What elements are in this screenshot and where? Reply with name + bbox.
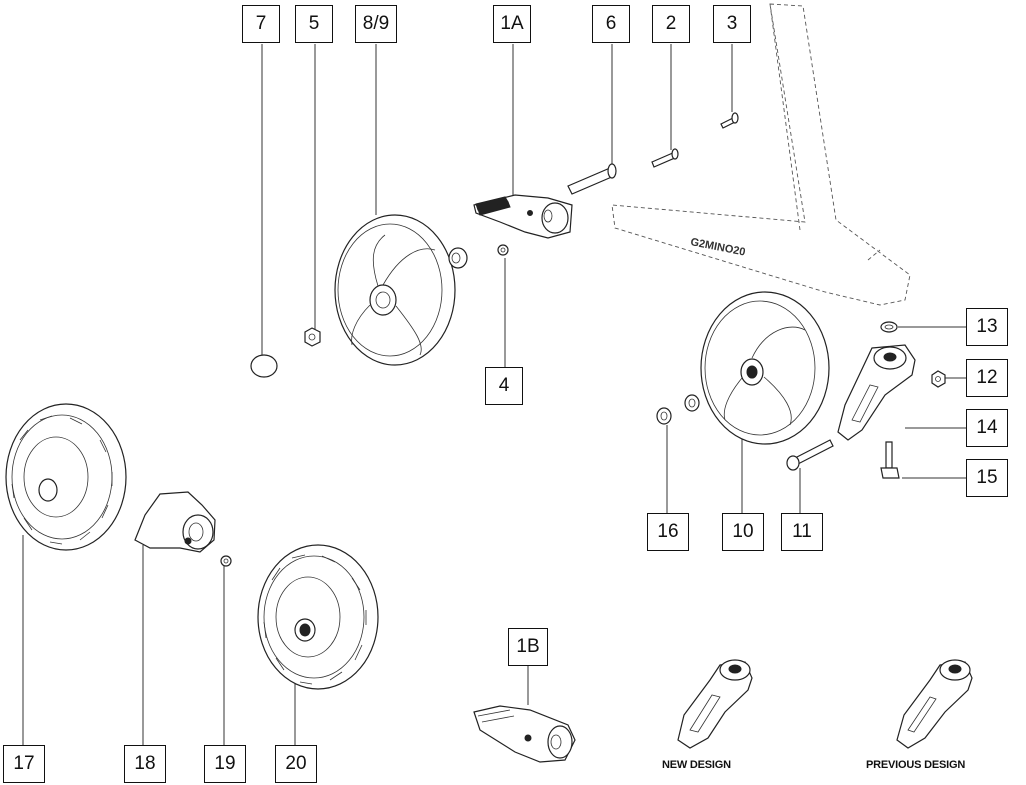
callout-10: 10 bbox=[722, 513, 764, 551]
fork-18 bbox=[134, 491, 216, 553]
wheel-10 bbox=[700, 291, 830, 445]
bolt-15 bbox=[880, 441, 900, 479]
callout-7: 7 bbox=[242, 5, 280, 43]
callout-1a: 1A bbox=[493, 5, 531, 43]
callout-3: 3 bbox=[713, 5, 751, 43]
wheel-8-9 bbox=[334, 214, 456, 366]
spacer-8-9 bbox=[448, 247, 468, 269]
washer-13 bbox=[880, 321, 898, 333]
cap-7 bbox=[250, 354, 278, 378]
frame-outline: G2MINO20 bbox=[611, 3, 911, 306]
callout-12: 12 bbox=[966, 359, 1008, 397]
fork-1a bbox=[473, 194, 573, 239]
caption-new-design: NEW DESIGN bbox=[662, 759, 731, 771]
callout-15: 15 bbox=[966, 459, 1008, 497]
previous-design-bracket bbox=[896, 659, 973, 749]
pin-2 bbox=[651, 148, 679, 168]
bolt-11 bbox=[786, 439, 834, 471]
nut-19 bbox=[220, 555, 232, 567]
fork-1b bbox=[473, 705, 576, 763]
new-design-bracket bbox=[677, 659, 753, 749]
wheel-20 bbox=[257, 544, 379, 690]
frame-logo: G2MINO20 bbox=[689, 236, 746, 258]
washer-10a bbox=[684, 394, 700, 412]
callout-18: 18 bbox=[124, 745, 166, 783]
callout-2: 2 bbox=[652, 5, 690, 43]
callout-13: 13 bbox=[966, 308, 1008, 346]
nut-12 bbox=[931, 370, 946, 388]
callout-4: 4 bbox=[485, 367, 523, 405]
bolt-3 bbox=[720, 112, 739, 129]
callout-11: 11 bbox=[781, 513, 823, 551]
callout-20: 20 bbox=[275, 745, 317, 783]
callout-17: 17 bbox=[3, 745, 45, 783]
callout-16: 16 bbox=[647, 513, 689, 551]
callout-8-9: 8/9 bbox=[355, 5, 397, 43]
callout-5: 5 bbox=[295, 5, 333, 43]
callout-19: 19 bbox=[204, 745, 246, 783]
callout-14: 14 bbox=[966, 409, 1008, 447]
callout-1b: 1B bbox=[508, 628, 548, 666]
bracket-14 bbox=[837, 344, 916, 441]
washer-16 bbox=[656, 407, 672, 425]
wheel-17 bbox=[5, 403, 127, 551]
nut-4 bbox=[497, 244, 509, 256]
leader-lines bbox=[22, 44, 966, 745]
caption-previous-design: PREVIOUS DESIGN bbox=[866, 759, 966, 771]
callout-6: 6 bbox=[592, 5, 630, 43]
nut-5 bbox=[304, 327, 321, 347]
axle-pin-6 bbox=[567, 163, 617, 195]
